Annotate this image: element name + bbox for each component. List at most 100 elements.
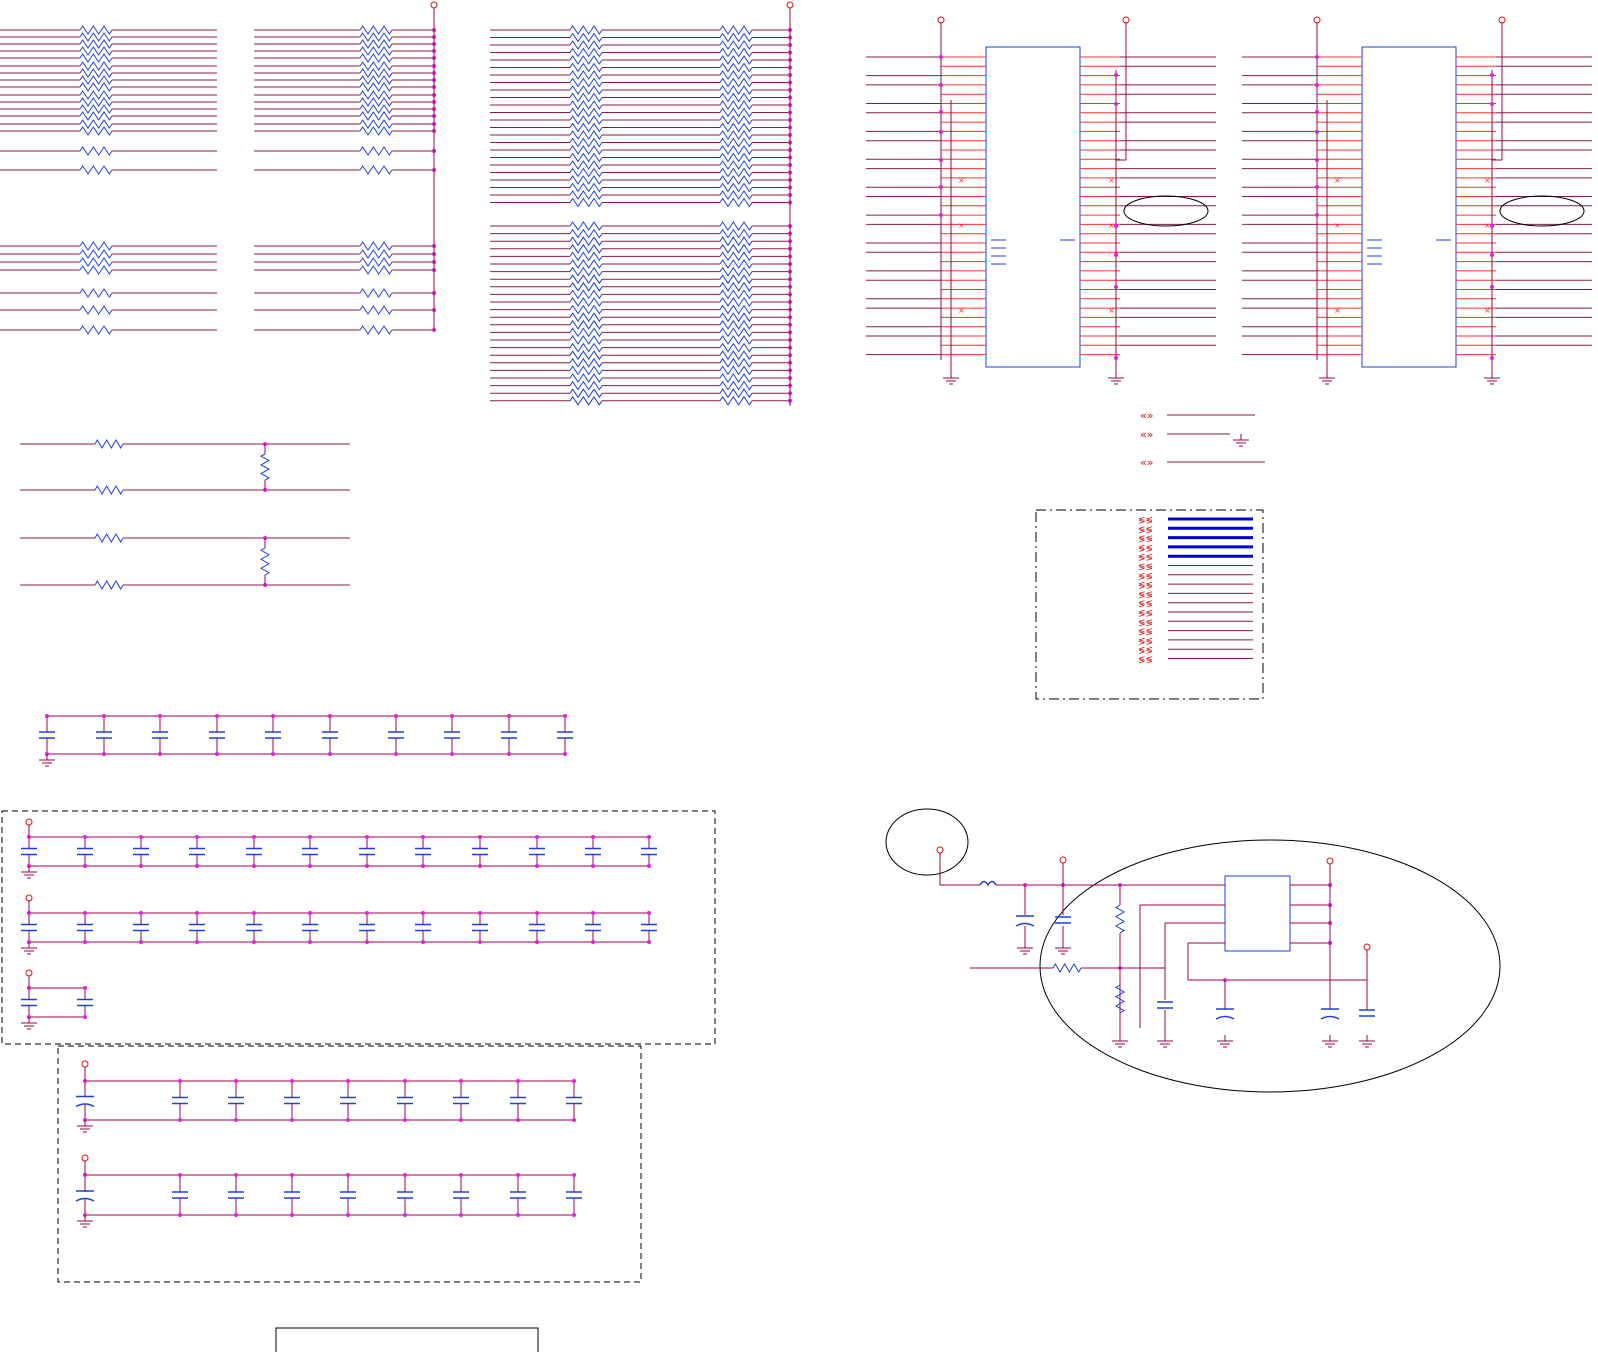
decoupling-capacitor-group-2 (57, 1045, 642, 1283)
resistor-symbol (719, 55, 753, 65)
junction-dot (403, 1079, 407, 1083)
bus-entry-icon: ≶≶ (1138, 637, 1153, 647)
resistor-symbol (94, 439, 124, 449)
resistor-symbol (79, 82, 113, 92)
resistor-symbol (569, 107, 603, 118)
resistor-symbol (719, 297, 753, 307)
resistor-symbol (359, 75, 393, 85)
power-port-icon (937, 16, 945, 24)
junction-dot (252, 911, 256, 915)
resistor-symbol (719, 77, 753, 88)
resistor-symbol (569, 243, 603, 254)
resistor-symbol (719, 327, 753, 338)
junction-dot (572, 1173, 576, 1177)
resistor-symbol (719, 152, 753, 163)
junction-dot (158, 752, 162, 756)
resistor-symbol (79, 32, 113, 42)
junction-dot (195, 864, 199, 868)
resistor-symbol (569, 281, 603, 292)
junction-dot (563, 752, 567, 756)
resistor-symbol (359, 265, 393, 275)
junction-dot (939, 130, 943, 134)
resistor-symbol (569, 236, 603, 247)
resistor-symbol (569, 335, 603, 345)
resistor-symbol (259, 547, 271, 576)
resistor-symbol (569, 175, 603, 185)
resistor-symbol (719, 221, 753, 231)
resistor-symbol (719, 357, 753, 368)
resistor-symbol (569, 77, 603, 88)
power-port-icon (1059, 856, 1067, 864)
resistor-symbol (719, 122, 753, 133)
resistor-symbol (719, 100, 753, 110)
junction-dot (178, 1213, 182, 1217)
resistor-symbol (719, 160, 753, 170)
junction-dot (290, 1079, 294, 1083)
resistor-symbol (569, 122, 603, 133)
junction-dot (83, 911, 87, 915)
junction-dot (1315, 158, 1319, 162)
junction-dot (234, 1173, 238, 1177)
resistor-symbol (719, 32, 753, 43)
junction-dot (1114, 253, 1118, 257)
resistor-symbol (359, 82, 393, 92)
power-port-icon (430, 1, 438, 9)
junction-dot (535, 911, 539, 915)
resistor-symbol (569, 319, 603, 330)
resistor-symbol (719, 107, 753, 118)
junction-dot (158, 714, 162, 718)
resistor-symbol (359, 61, 393, 71)
resistor-symbol (569, 70, 603, 80)
junction-dot (234, 1079, 238, 1083)
junction-dot (459, 1173, 463, 1177)
resistor-symbol (719, 289, 753, 300)
junction-dot (459, 1118, 463, 1122)
offpage-port-icon: «» (1140, 456, 1153, 469)
resistor-symbol (569, 145, 603, 155)
junction-dot (83, 835, 87, 839)
resistor-symbol (359, 32, 393, 42)
junction-dot (178, 1118, 182, 1122)
junction-dot (365, 940, 369, 944)
resistor-symbol (719, 342, 753, 353)
bus-entry-icon: ≶≶ (1138, 563, 1153, 573)
resistor-symbol (569, 342, 603, 353)
junction-dot (535, 940, 539, 944)
junction-dot (647, 864, 651, 868)
junction-dot (572, 1079, 576, 1083)
junction-dot (1490, 356, 1494, 360)
resistor-symbol (719, 25, 753, 35)
junction-dot (346, 1079, 350, 1083)
resistor-symbol (569, 289, 603, 300)
junction-dot (252, 940, 256, 944)
junction-dot (535, 864, 539, 868)
no-connect-mark: × (958, 176, 965, 185)
offpage-port-icon: «» (1140, 409, 1153, 422)
resistor-symbol (359, 257, 393, 267)
resistor-symbol (94, 533, 124, 543)
resistor-symbol (719, 47, 753, 58)
junction-dot (478, 864, 482, 868)
resistor-symbol (569, 62, 603, 73)
resistor-symbol (719, 197, 753, 208)
resistor-symbol (359, 305, 393, 315)
junction-dot (563, 714, 567, 718)
resistor-symbol (719, 70, 753, 80)
junction-dot (1315, 185, 1319, 189)
power-port-icon (25, 818, 33, 826)
resistor-symbol (94, 580, 124, 590)
ic-body (1361, 46, 1457, 368)
no-connect-mark: × (1484, 221, 1491, 230)
resistor-symbol (79, 53, 113, 63)
junction-dot (1490, 253, 1494, 257)
resistor-symbol (569, 388, 603, 399)
power-port-icon (786, 1, 794, 9)
power-port-icon (81, 1154, 89, 1162)
resistor-symbol (569, 228, 603, 239)
no-connect-mark: × (1108, 176, 1115, 185)
title-block (275, 1327, 539, 1352)
junction-dot (403, 1173, 407, 1177)
power-port-icon (81, 1060, 89, 1068)
resistor-symbol (569, 182, 603, 193)
junction-dot (139, 835, 143, 839)
